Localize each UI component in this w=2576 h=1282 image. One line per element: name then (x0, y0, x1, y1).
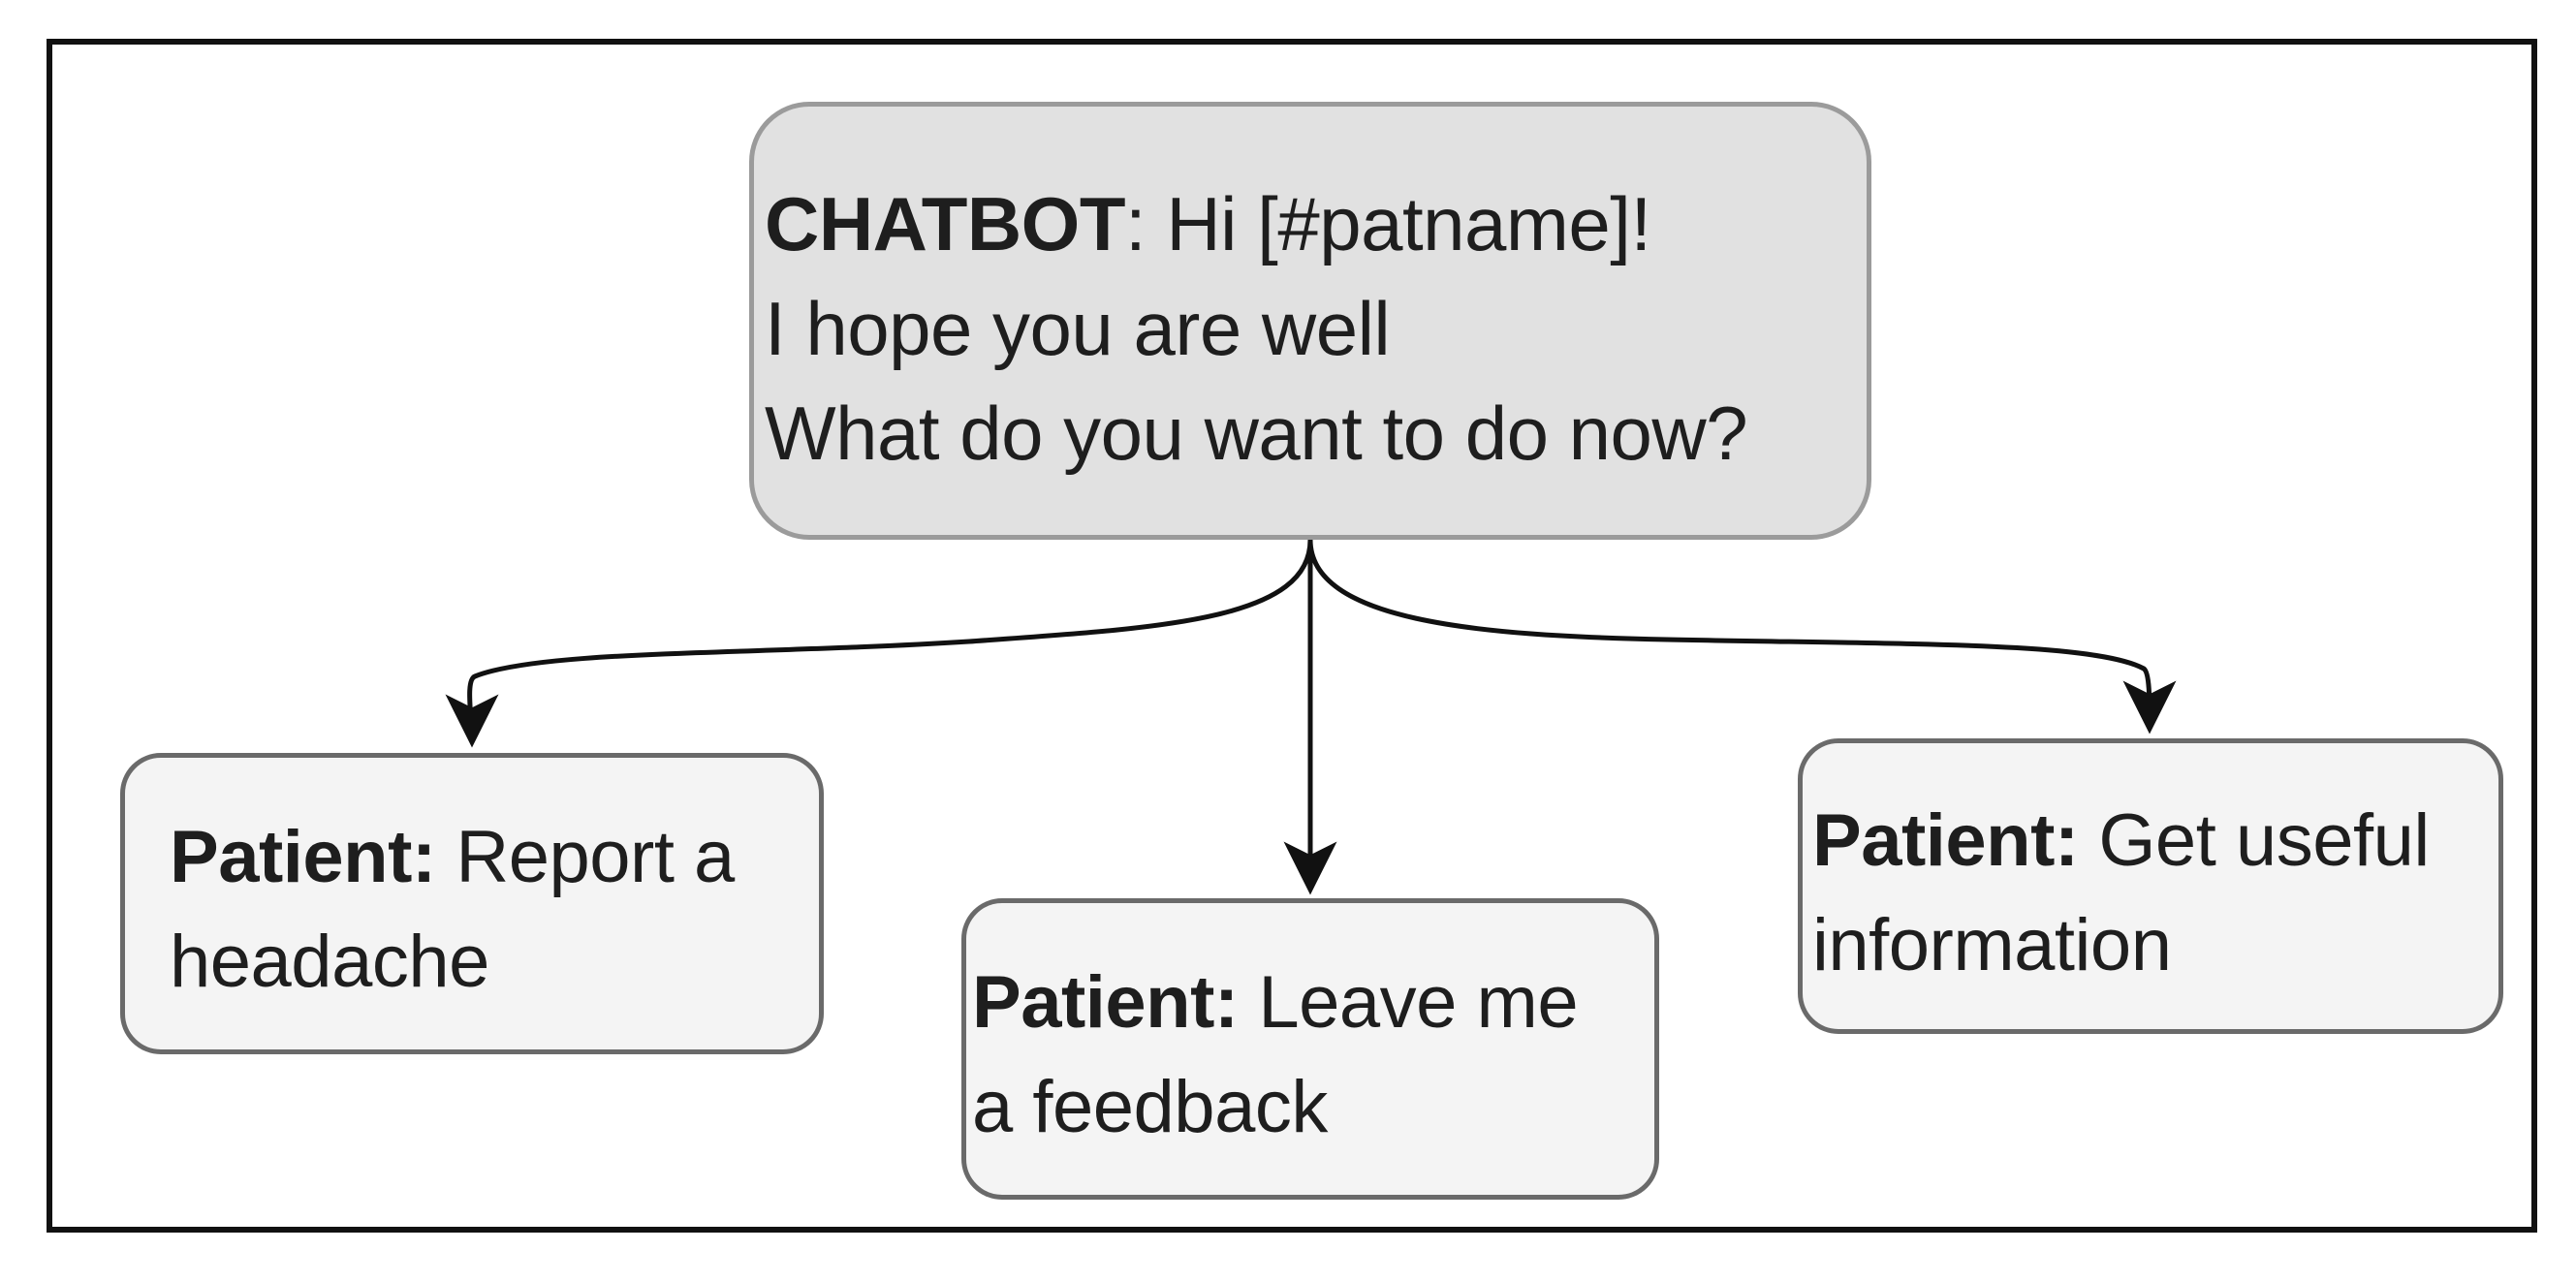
patient-option-useful-information: Patient: Get useful information (1798, 738, 2503, 1034)
patient-speaker-label: Patient: (972, 961, 1239, 1044)
patient-option-text: Get useful information (1812, 799, 2430, 986)
chatbot-speaker-label: CHATBOT (765, 181, 1126, 266)
patient-option-text: Report a headache (170, 816, 735, 1003)
chatbot-message-box: CHATBOT: Hi [#patname]! I hope you are w… (749, 102, 1871, 540)
patient-option-report-headache: Patient: Report a headache (120, 753, 824, 1054)
arrow-to-report-headache (445, 539, 1313, 748)
chatbot-greeting-text: : Hi [#patname]! (1125, 181, 1651, 266)
arrow-to-useful-information (1307, 539, 2177, 735)
chatbot-greeting-line: CHATBOT: Hi [#patname]! (765, 172, 1867, 276)
patient-speaker-label: Patient: (1812, 799, 2079, 882)
patient-option-text: Leave me a feedback (972, 961, 1579, 1148)
patient-speaker-label: Patient: (170, 816, 436, 898)
chatbot-line-3: What do you want to do now? (765, 391, 1748, 476)
chatbot-line-2: I hope you are well (765, 286, 1391, 371)
patient-option-leave-feedback: Patient: Leave me a feedback (961, 898, 1659, 1200)
